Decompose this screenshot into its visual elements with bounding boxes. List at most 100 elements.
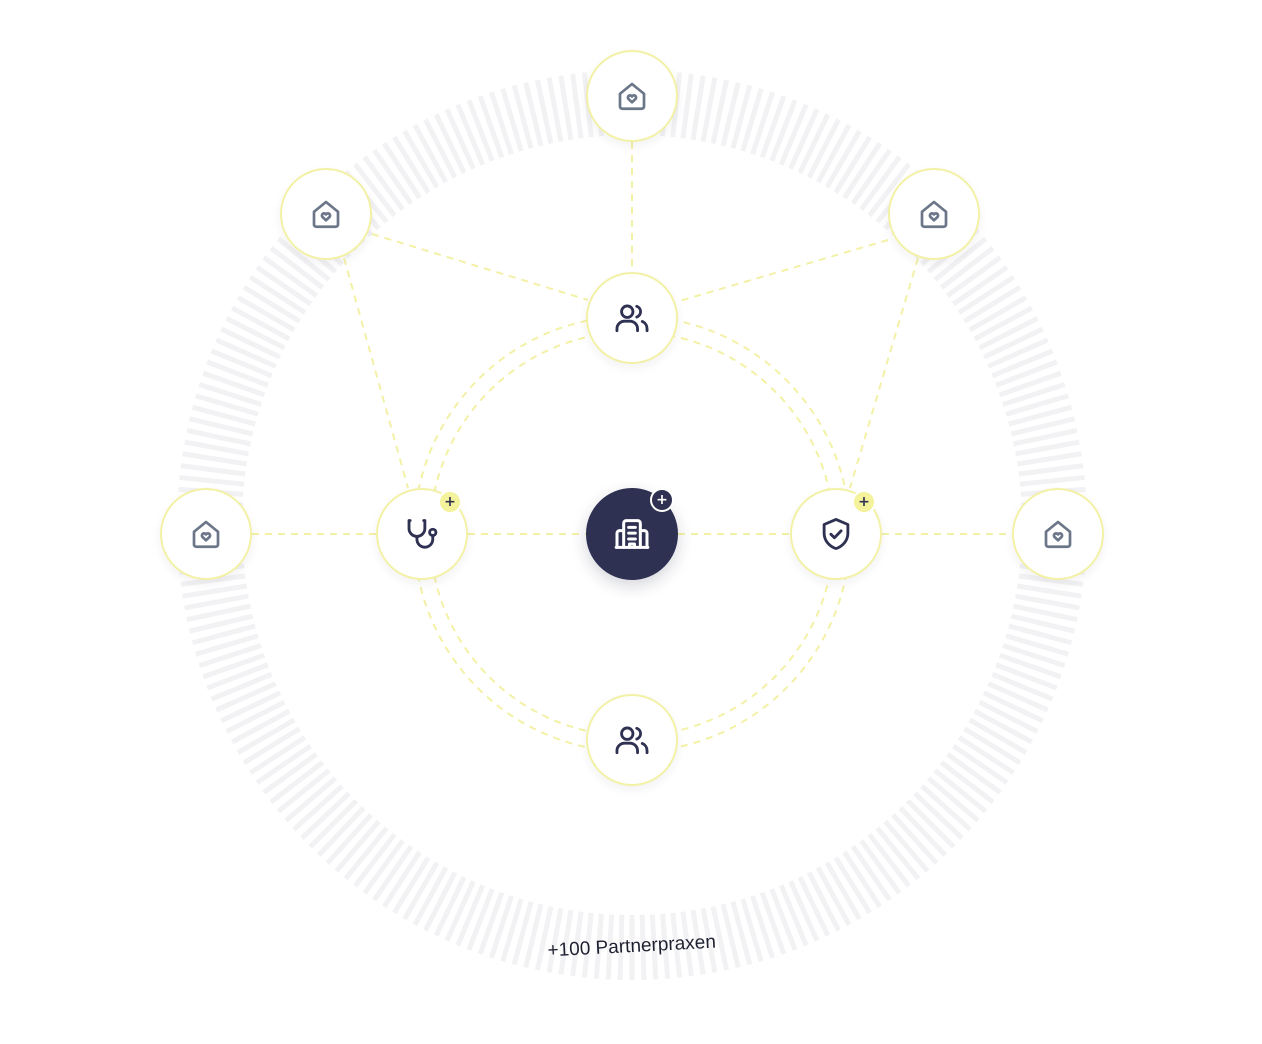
- ring-tick: [1005, 633, 1069, 657]
- ring-tick: [913, 791, 964, 841]
- ring-tick: [720, 903, 741, 969]
- ring-tick: [202, 370, 266, 398]
- ring-tick: [1012, 427, 1078, 447]
- ring-tick: [402, 129, 440, 189]
- ring-tick: [1015, 439, 1080, 457]
- ring-tick: [740, 898, 764, 962]
- ring-tick: [220, 326, 282, 360]
- ring-tick: [824, 129, 862, 189]
- insurance-node[interactable]: +: [790, 488, 882, 580]
- ring-tick: [946, 255, 1002, 298]
- ring-tick: [833, 856, 872, 915]
- ring-tick: [968, 295, 1028, 333]
- ring-tick: [444, 108, 476, 170]
- ring-tick: [920, 784, 972, 832]
- ring-tick: [750, 91, 775, 155]
- partner-practice-node-right[interactable]: [1012, 488, 1104, 580]
- ring-tick: [500, 88, 524, 152]
- ring-tick: [778, 884, 809, 947]
- ring-tick: [220, 690, 282, 724]
- ring-tick: [926, 776, 980, 823]
- ring-tick: [262, 255, 318, 298]
- ring-tick: [186, 603, 252, 623]
- ring-tick: [617, 914, 625, 980]
- partner-practice-node-top-left[interactable]: [280, 168, 372, 260]
- hospital-center-node[interactable]: +: [586, 488, 678, 580]
- ring-tick: [859, 155, 902, 211]
- ring-tick: [1016, 583, 1082, 599]
- ring-tick: [710, 79, 730, 145]
- ring-tick: [179, 474, 245, 487]
- ring-tick: [833, 135, 872, 194]
- ring-tick: [546, 77, 564, 142]
- ring-tick: [1019, 474, 1085, 487]
- ring-tick: [720, 81, 741, 147]
- ring-tick: [1005, 393, 1069, 417]
- ring-tick: [978, 316, 1039, 351]
- ring-tick: [939, 760, 995, 804]
- ring-tick: [898, 806, 948, 857]
- team-node-bottom[interactable]: [586, 694, 678, 786]
- ring-tick: [500, 898, 524, 962]
- ring-tick: [639, 914, 647, 980]
- ring-tick: [511, 901, 534, 966]
- hospital-building-icon: [612, 514, 652, 554]
- ring-tick: [570, 911, 584, 977]
- ring-tick: [477, 891, 505, 955]
- ring-tick: [188, 613, 254, 634]
- team-node-top[interactable]: [586, 272, 678, 364]
- ring-tick: [466, 99, 495, 162]
- ring-tick: [392, 856, 431, 915]
- ring-tick: [182, 583, 248, 599]
- ring-tick: [186, 427, 252, 447]
- ring-tick: [991, 348, 1054, 379]
- ring-tick: [215, 337, 277, 369]
- doctor-node[interactable]: +: [376, 488, 468, 580]
- ring-tick: [1008, 623, 1073, 646]
- ring-tick: [797, 113, 831, 175]
- ring-tick: [1002, 382, 1066, 407]
- ring-tick: [210, 671, 273, 702]
- ring-tick: [867, 162, 911, 218]
- ring-tick: [740, 88, 764, 152]
- partner-practice-node-top[interactable]: [586, 50, 678, 142]
- ring-tick: [963, 726, 1022, 765]
- house-heart-icon: [916, 196, 952, 232]
- connector-topright-to-team: [675, 239, 889, 303]
- users-icon: [613, 299, 651, 337]
- add-badge[interactable]: +: [438, 490, 462, 514]
- ring-tick: [933, 236, 988, 282]
- ring-tick: [225, 316, 286, 351]
- connector-topleft-to-team: [371, 233, 589, 301]
- ring-tick: [593, 913, 604, 979]
- ring-tick: [700, 908, 718, 973]
- ring-tick: [558, 75, 574, 141]
- add-badge[interactable]: +: [852, 490, 876, 514]
- ring-tick: [206, 662, 269, 691]
- ring-tick: [255, 743, 313, 785]
- ring-tick: [382, 850, 422, 908]
- ring-tick: [759, 891, 787, 955]
- add-badge[interactable]: +: [650, 488, 674, 512]
- ring-tick: [489, 91, 514, 155]
- ring-tick: [300, 791, 351, 841]
- ring-tick: [759, 95, 787, 159]
- ring-tick: [308, 799, 358, 849]
- house-heart-icon: [1040, 516, 1076, 552]
- ring-tick: [957, 735, 1015, 775]
- ring-tick: [511, 84, 534, 149]
- ring-tick: [987, 681, 1049, 713]
- ring-tick: [182, 451, 248, 467]
- ring-tick: [236, 295, 296, 333]
- partner-practice-node-top-right[interactable]: [888, 168, 980, 260]
- ring-tick: [649, 914, 659, 980]
- ring-tick: [249, 275, 307, 315]
- ring-tick: [402, 861, 440, 921]
- ring-tick: [982, 326, 1044, 360]
- ring-tick: [1018, 573, 1084, 587]
- ring-tick: [466, 888, 495, 951]
- partner-practice-node-left[interactable]: [160, 488, 252, 580]
- ring-tick: [690, 909, 706, 975]
- ring-tick: [372, 844, 414, 902]
- ring-tick: [191, 623, 256, 646]
